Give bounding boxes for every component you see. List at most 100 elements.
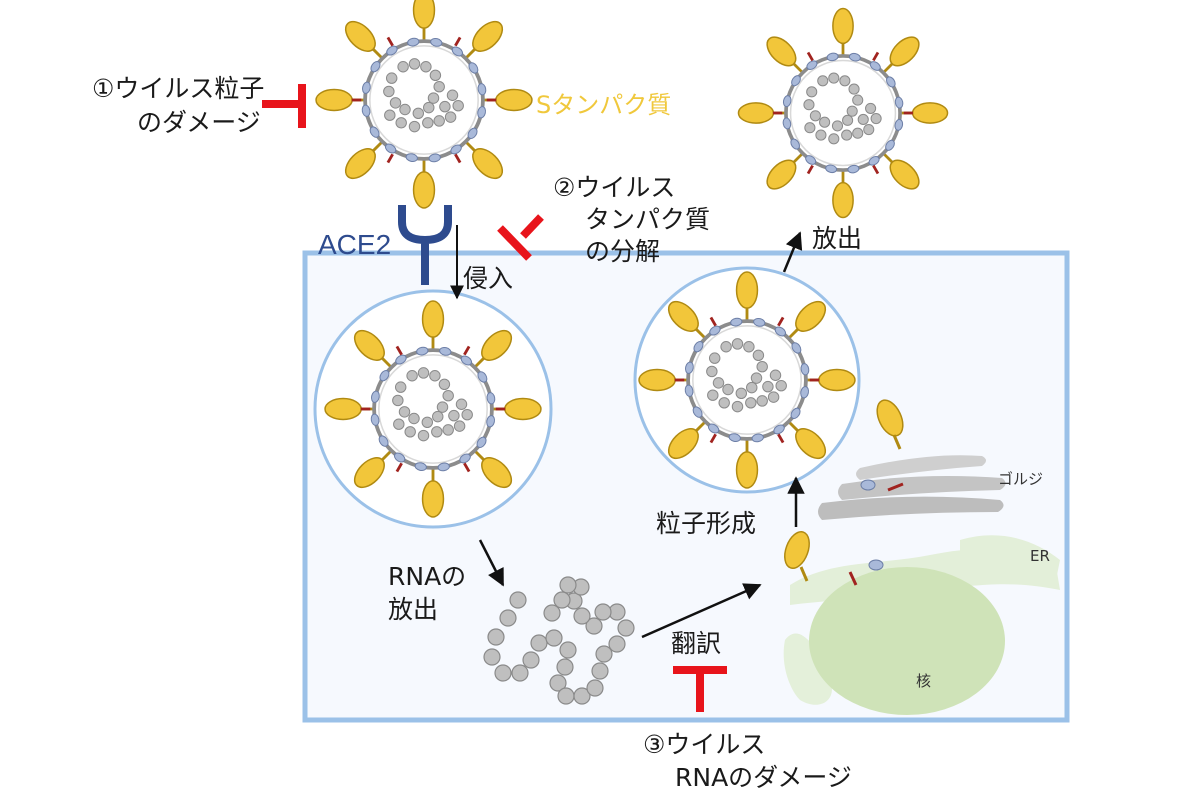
inhibit-3-line1: ③ウイルス — [643, 730, 766, 759]
rna-bead — [708, 352, 721, 364]
rna-bead — [718, 397, 730, 409]
coronavirus-particle — [737, 7, 949, 219]
rna-bead — [731, 400, 744, 413]
rna-bead — [762, 380, 774, 393]
membrane-protein — [872, 51, 880, 62]
envelope-protein — [894, 118, 904, 131]
release-arrow — [782, 231, 803, 273]
rna-bead — [397, 61, 409, 73]
envelope-protein — [728, 433, 741, 443]
inhibit-2-line1: ②ウイルス — [553, 173, 676, 202]
membrane-protein — [386, 153, 394, 164]
envelope-protein — [800, 363, 810, 376]
inhibit-1-line2: のダメージ — [137, 108, 261, 137]
rna-bead — [586, 679, 604, 697]
rna-bead — [395, 117, 407, 129]
envelope-protein — [378, 435, 389, 447]
rna-bead — [852, 94, 864, 106]
rna-bead — [436, 401, 449, 413]
envelope-protein — [370, 60, 381, 73]
rna-bead — [408, 58, 421, 70]
envelope-protein — [692, 406, 703, 418]
envelope-protein — [847, 164, 860, 174]
assembly-label: 粒子形成 — [656, 509, 757, 538]
spike-protein-icon — [353, 329, 385, 361]
spike-protein-icon — [795, 300, 827, 332]
envelope-protein — [405, 153, 418, 163]
rna-bead — [439, 100, 451, 113]
spike-protein-icon — [638, 368, 676, 392]
rna-bead — [745, 397, 757, 409]
spike-protein-icon — [818, 368, 856, 392]
envelope-protein — [386, 45, 398, 56]
rna-bead — [452, 99, 464, 112]
free-viral-proteins — [784, 399, 904, 586]
envelope-protein — [477, 83, 487, 96]
membrane-protein — [395, 462, 403, 473]
rna-bead — [746, 381, 758, 394]
spike-protein-icon — [832, 181, 854, 219]
membrane-protein — [872, 164, 880, 175]
envelope-protein — [773, 424, 785, 435]
envelope-protein — [384, 143, 397, 154]
rna-bead — [421, 416, 434, 429]
rna-bead — [417, 367, 430, 379]
rna-bead — [442, 389, 454, 402]
ace2-label: ACE2 — [318, 229, 392, 260]
spike-protein-icon — [315, 88, 353, 112]
spike-protein-icon — [481, 457, 513, 489]
inhibit-3-line2: RNAのダメージ — [675, 763, 852, 792]
envelope-protein — [753, 317, 766, 327]
rna-bead — [383, 85, 395, 98]
rna-bead — [448, 409, 460, 422]
spike-protein-icon — [472, 148, 504, 180]
envelope-protein — [869, 61, 881, 71]
envelope-protein — [416, 346, 429, 356]
rna-bead — [557, 687, 575, 705]
rna-bead — [455, 398, 468, 410]
envelope-protein — [885, 139, 895, 151]
rna-bead — [828, 72, 840, 84]
viral-envelope — [784, 54, 902, 172]
viral-envelope — [372, 348, 494, 470]
rna-bead — [423, 101, 435, 114]
rna-bead — [444, 111, 457, 123]
rna-bead — [806, 86, 818, 98]
inhibitor-t-bar-icon — [262, 84, 306, 128]
membrane-protein — [463, 462, 471, 473]
rna-bead — [384, 109, 396, 121]
rna-bead — [775, 379, 787, 392]
spike-protein-icon — [344, 148, 376, 180]
envelope-protein — [684, 384, 694, 397]
rna-bead — [767, 391, 780, 403]
nucleus — [809, 567, 1005, 715]
rna-bead — [817, 75, 829, 87]
spike-stalk — [799, 566, 809, 582]
spike-protein-icon — [911, 102, 949, 124]
rna-bead — [417, 429, 430, 442]
rna-bead — [408, 412, 420, 425]
rna-bead — [553, 591, 571, 609]
rna-bead — [573, 687, 591, 705]
envelope-protein — [790, 407, 801, 420]
rna-bead — [427, 92, 440, 104]
envelope-protein — [370, 390, 380, 403]
rna-bead — [453, 420, 466, 432]
inhibit-2-line2: タンパク質 — [585, 205, 711, 234]
envelope-protein — [467, 127, 478, 140]
rna-bead — [432, 410, 444, 423]
rna-bead — [393, 418, 405, 430]
rna-bead — [433, 115, 445, 127]
membrane-protein — [887, 482, 904, 492]
membrane-protein — [386, 36, 394, 47]
rna-bead — [804, 122, 816, 134]
envelope-protein — [439, 346, 452, 356]
inhibit-2-label: ②ウイルス タンパク質 の分解 — [553, 172, 710, 268]
envelope-inner — [789, 59, 897, 167]
spike-protein-icon — [784, 531, 810, 569]
rna-bead — [752, 349, 765, 362]
rna-bead — [442, 424, 454, 436]
rna-bead — [750, 372, 763, 384]
